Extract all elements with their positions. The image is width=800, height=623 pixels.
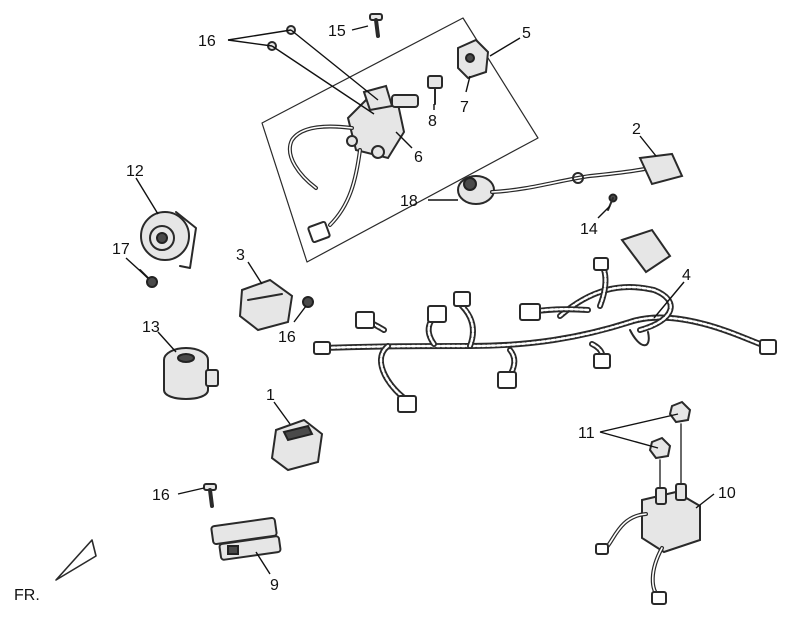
nuts-part-11 [648, 400, 692, 489]
front-direction-arrow [55, 539, 97, 581]
bracket-part-9 [203, 483, 282, 561]
callout-16-mid: 16 [278, 329, 296, 346]
bolt-part-8 [427, 75, 443, 105]
callout-16-top: 16 [198, 33, 216, 50]
relay-block-part-1 [270, 418, 324, 472]
callout-17: 17 [112, 241, 130, 258]
bolt-part-15 [369, 13, 383, 38]
callout-2: 2 [632, 121, 641, 138]
horn-part-12 [140, 211, 197, 269]
callout-6: 6 [414, 149, 423, 166]
callout-3: 3 [236, 247, 245, 264]
callout-4: 4 [682, 267, 691, 284]
callout-16-bottom: 16 [152, 487, 170, 504]
callout-12: 12 [126, 163, 144, 180]
starter-relay-part-10 [595, 483, 701, 605]
callout-5: 5 [522, 25, 531, 42]
callout-9: 9 [270, 577, 279, 594]
callout-15: 15 [328, 23, 346, 40]
callout-1: 1 [266, 387, 275, 404]
leader-lines [125, 25, 715, 575]
buzzer-part-13 [163, 347, 219, 400]
cap-part-7 [457, 38, 490, 80]
callout-8: 8 [428, 113, 437, 130]
main-harness-part-4 [313, 228, 777, 413]
relay-part-3 [238, 278, 314, 332]
sensor-cable-part-18-2 [457, 152, 684, 205]
front-direction-label: FR. [14, 587, 40, 604]
ignition-switch-part-6 [288, 84, 419, 244]
callout-18: 18 [400, 193, 418, 210]
assembly-5-boundary [261, 17, 539, 263]
callout-13: 13 [142, 319, 160, 336]
callout-11: 11 [578, 425, 595, 442]
callout-7: 7 [460, 99, 469, 116]
callout-10: 10 [718, 485, 736, 502]
callout-14: 14 [580, 221, 598, 238]
